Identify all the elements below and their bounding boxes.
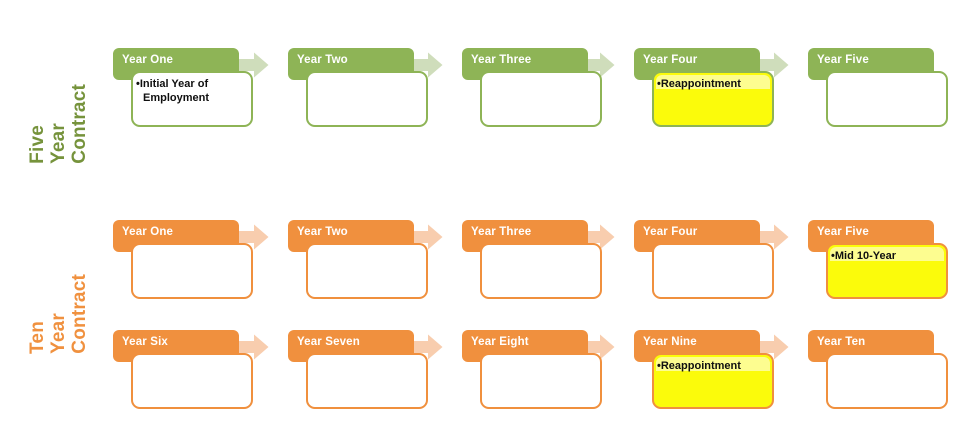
arrow-right-icon xyxy=(752,334,789,360)
card-sheen xyxy=(135,247,249,261)
section-label-word: Contract xyxy=(68,274,90,354)
node-body-ten-year-four[interactable] xyxy=(652,243,774,299)
arrow-right-icon xyxy=(232,52,269,78)
node-ten-year-four[interactable]: Year Four xyxy=(634,220,776,302)
section-label-word: Ten xyxy=(26,321,48,354)
node-year-two[interactable]: Year Two xyxy=(288,48,430,130)
node-body-year-eight[interactable] xyxy=(480,353,602,409)
card-sheen xyxy=(310,247,424,261)
card-sheen xyxy=(484,75,598,89)
arrow-right-icon xyxy=(752,224,789,250)
node-body-text-year-one: •Initial Year of Employment xyxy=(136,78,210,104)
node-ten-year-two[interactable]: Year Two xyxy=(288,220,430,302)
node-year-nine[interactable]: Year Nine•Reappointment xyxy=(634,330,776,412)
node-body-year-five[interactable] xyxy=(826,71,948,127)
node-body-ten-year-two[interactable] xyxy=(306,243,428,299)
node-year-seven[interactable]: Year Seven xyxy=(288,330,430,412)
node-body-year-six[interactable] xyxy=(131,353,253,409)
node-body-ten-year-five[interactable]: •Mid 10-Year xyxy=(826,243,948,299)
arrow-right-icon xyxy=(232,334,269,360)
node-body-year-three[interactable] xyxy=(480,71,602,127)
node-body-year-one[interactable]: •Initial Year of Employment xyxy=(131,71,253,127)
node-year-six[interactable]: Year Six xyxy=(113,330,255,412)
card-sheen xyxy=(310,357,424,371)
node-body-year-seven[interactable] xyxy=(306,353,428,409)
node-year-ten[interactable]: Year Ten xyxy=(808,330,950,412)
section-label-word: Year xyxy=(47,313,69,354)
card-sheen xyxy=(656,247,770,261)
section-label-word: Five xyxy=(26,125,48,164)
node-body-text-ten-year-five: •Mid 10-Year xyxy=(831,250,896,262)
node-ten-year-five[interactable]: Year Five•Mid 10-Year xyxy=(808,220,950,302)
card-sheen xyxy=(310,75,424,89)
card-sheen xyxy=(830,75,944,89)
node-body-year-two[interactable] xyxy=(306,71,428,127)
arrow-right-icon xyxy=(578,334,615,360)
section-label-word: Year xyxy=(47,123,69,164)
node-body-year-nine[interactable]: •Reappointment xyxy=(652,353,774,409)
arrow-right-icon xyxy=(232,224,269,250)
node-year-four[interactable]: Year Four•Reappointment xyxy=(634,48,776,130)
arrow-right-icon xyxy=(406,52,443,78)
card-sheen xyxy=(484,357,598,371)
node-year-eight[interactable]: Year Eight xyxy=(462,330,604,412)
arrow-right-icon xyxy=(752,52,789,78)
node-ten-year-three[interactable]: Year Three xyxy=(462,220,604,302)
node-year-three[interactable]: Year Three xyxy=(462,48,604,130)
node-body-text-year-four: •Reappointment xyxy=(657,78,741,90)
node-ten-year-one[interactable]: Year One xyxy=(113,220,255,302)
node-body-text-year-nine: •Reappointment xyxy=(657,360,741,372)
card-sheen xyxy=(484,247,598,261)
section-label-word: Contract xyxy=(68,84,90,164)
arrow-right-icon xyxy=(406,224,443,250)
node-body-year-ten[interactable] xyxy=(826,353,948,409)
card-sheen xyxy=(830,357,944,371)
node-body-ten-year-one[interactable] xyxy=(131,243,253,299)
arrow-right-icon xyxy=(578,52,615,78)
card-sheen xyxy=(135,357,249,371)
arrow-right-icon xyxy=(406,334,443,360)
node-body-year-four[interactable]: •Reappointment xyxy=(652,71,774,127)
node-year-one[interactable]: Year One•Initial Year of Employment xyxy=(113,48,255,130)
node-year-five[interactable]: Year Five xyxy=(808,48,950,130)
arrow-right-icon xyxy=(578,224,615,250)
node-body-ten-year-three[interactable] xyxy=(480,243,602,299)
